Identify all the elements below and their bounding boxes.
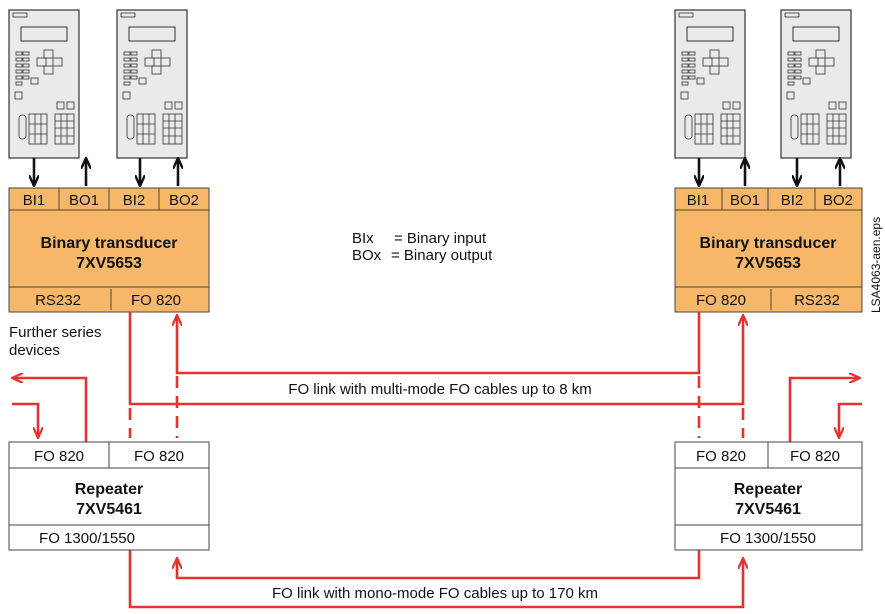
protection-device-2 — [116, 9, 188, 159]
repeater-right: FO 820 FO 820 Repeater 7XV5461 FO 1300/1… — [674, 441, 863, 551]
port-bi2-left: BI2 — [123, 192, 146, 209]
repeater-left-port-bottom: FO 1300/1550 — [39, 530, 135, 547]
repeater-right-port-1: FO 820 — [696, 448, 746, 465]
legend-bo: BOx — [352, 247, 382, 264]
transducer-model-right: 7XV5653 — [735, 255, 801, 272]
binary-arrows — [34, 158, 840, 186]
port-fo820-right: FO 820 — [696, 292, 746, 309]
multimode-label-bg — [244, 378, 636, 398]
binary-transducer-left: BI1 BO1 BI2 BO2 Binary transducer 7XV565… — [8, 187, 210, 313]
port-rs232-right: RS232 — [794, 292, 840, 309]
legend: BIx = Binary input BOx = Binary output — [352, 230, 493, 264]
further-in-left — [12, 402, 38, 438]
further-devices-label-line2: devices — [9, 342, 60, 359]
port-bi1-left: BI1 — [23, 192, 46, 209]
transducer-title-right: Binary transducer — [700, 235, 837, 252]
transducer-model-left: 7XV5653 — [76, 255, 142, 272]
repeater-left-port-1: FO 820 — [34, 448, 84, 465]
port-rs232-left: RS232 — [35, 292, 81, 309]
repeater-right-port-2: FO 820 — [790, 448, 840, 465]
protection-device-3 — [674, 9, 746, 159]
legend-bi: BIx — [352, 230, 374, 247]
repeater-left-port-2: FO 820 — [134, 448, 184, 465]
port-bo1-right: BO1 — [730, 192, 760, 209]
repeater-left-model: 7XV5461 — [76, 501, 142, 518]
further-in-right — [839, 402, 862, 438]
file-id-label: LSA4063-aen.eps — [869, 217, 883, 313]
further-out-right — [788, 378, 860, 442]
multimode-link-label: FO link with multi-mode FO cables up to … — [288, 381, 591, 398]
legend-bi-desc: = Binary input — [394, 230, 487, 247]
port-bo1-left: BO1 — [69, 192, 99, 209]
fo-link-multimode-upper — [177, 312, 701, 375]
port-bi1-right: BI1 — [687, 192, 710, 209]
binary-transducer-right: BI1 BO1 BI2 BO2 Binary transducer 7XV565… — [674, 187, 863, 313]
fo-link-monomode-lower — [128, 550, 743, 609]
monomode-label-bg — [228, 582, 642, 602]
repeater-right-model: 7XV5461 — [735, 501, 801, 518]
fo-link-monomode-upper — [177, 550, 701, 580]
port-bo2-left: BO2 — [169, 192, 199, 209]
repeater-left: FO 820 FO 820 Repeater 7XV5461 FO 1300/1… — [8, 441, 210, 551]
fo-connections — [12, 312, 862, 609]
further-devices-label-line1: Further series — [9, 324, 102, 341]
repeater-right-title: Repeater — [734, 481, 802, 498]
repeater-left-title: Repeater — [75, 481, 143, 498]
transducer-title-left: Binary transducer — [41, 235, 178, 252]
port-bi2-right: BI2 — [781, 192, 804, 209]
protection-device-4 — [780, 9, 852, 159]
monomode-link-label: FO link with mono-mode FO cables up to 1… — [272, 585, 598, 602]
port-fo820-left: FO 820 — [131, 292, 181, 309]
further-out-left — [12, 378, 88, 442]
legend-bo-desc: = Binary output — [391, 247, 493, 264]
repeater-right-port-bottom: FO 1300/1550 — [720, 530, 816, 547]
protection-device-1 — [8, 9, 80, 159]
fo-link-multimode-lower — [128, 312, 743, 406]
port-bo2-right: BO2 — [823, 192, 853, 209]
